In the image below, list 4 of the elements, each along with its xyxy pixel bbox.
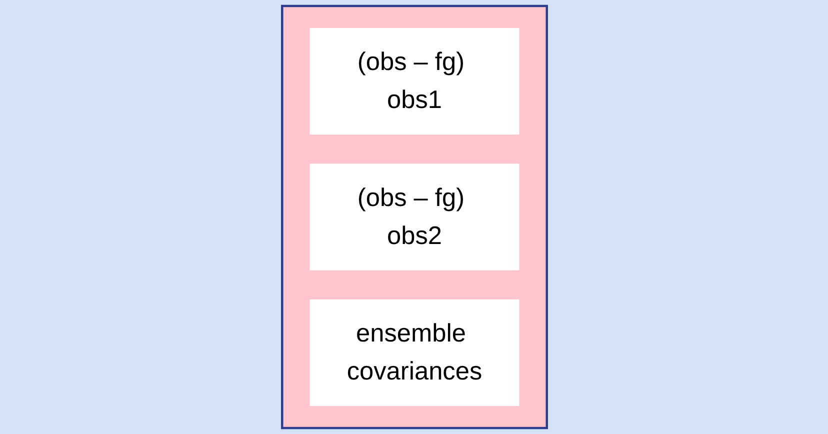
node-box: ensemble covariances — [309, 299, 519, 406]
node-box: (obs – fg) obs1 — [309, 28, 519, 135]
cluster — [280, 4, 548, 430]
node-box: (obs – fg) obs2 — [309, 164, 519, 270]
